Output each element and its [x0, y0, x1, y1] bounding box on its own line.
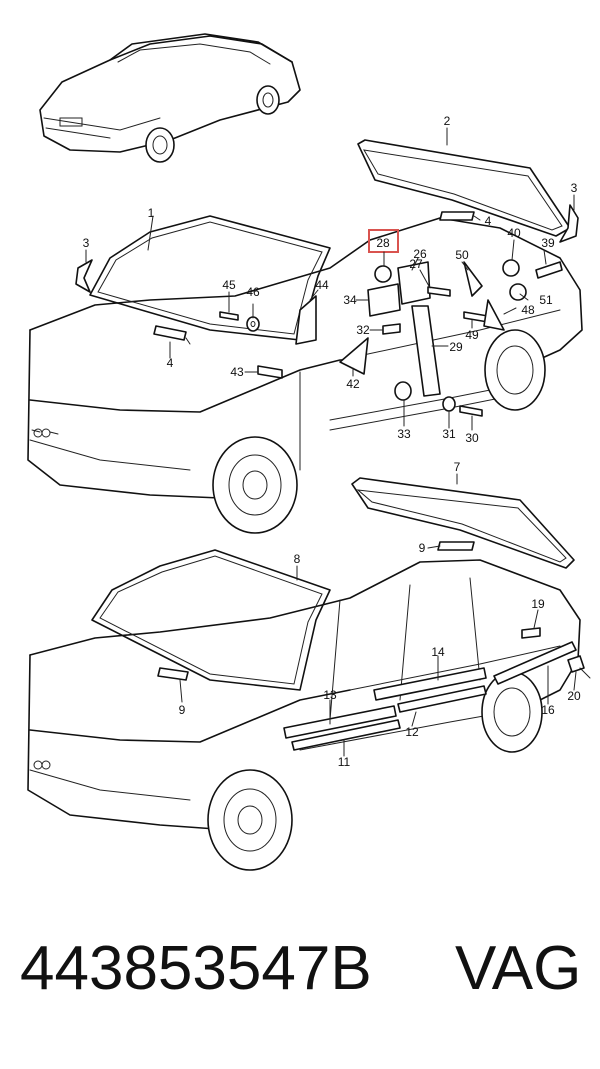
callout-7: 7	[454, 460, 461, 474]
callout-8: 8	[294, 552, 301, 566]
leader-lines	[85, 127, 577, 757]
rear-window-seal-part-2	[357, 139, 571, 237]
brand-name: VAG	[455, 934, 582, 1003]
callout-2: 2	[444, 114, 451, 128]
clip-part-9-lower	[157, 667, 189, 681]
part-number: 443853547B	[20, 934, 372, 1003]
callout-14: 14	[431, 645, 445, 659]
callout-32: 32	[356, 323, 370, 337]
callout-50: 50	[455, 248, 469, 262]
callout-34: 34	[343, 293, 357, 307]
callout-51: 51	[539, 293, 553, 307]
windshield-seal-part-8	[91, 549, 331, 691]
callout-4: 4	[167, 356, 174, 370]
callout-43: 43	[230, 365, 244, 379]
callout-44: 44	[315, 278, 329, 292]
small-parts-upper	[219, 259, 563, 417]
callout-3: 3	[83, 236, 90, 250]
callout-4: 4	[485, 214, 492, 228]
callout-26: 26	[413, 247, 427, 261]
callout-13: 13	[323, 688, 337, 702]
callout-19: 19	[531, 597, 545, 611]
corner-trim-part-3-right	[559, 204, 579, 243]
callout-20: 20	[567, 689, 581, 703]
windshield-seal-part-1	[89, 215, 331, 341]
callout-3: 3	[571, 181, 578, 195]
callout-33: 33	[397, 427, 411, 441]
callout-11: 11	[338, 755, 351, 769]
callout-27: 27	[409, 257, 423, 271]
callout-39: 39	[541, 236, 555, 250]
callout-labels: 1 2 3 3 4 4 7 8 9 9 11 12 13 14 16 19 20…	[83, 114, 581, 769]
callout-9: 9	[179, 703, 186, 717]
lower-car-body	[27, 559, 581, 871]
clip-part-9-upper	[437, 541, 475, 551]
door-moldings	[283, 627, 591, 751]
callout-40: 40	[507, 226, 521, 240]
upper-car-body	[27, 217, 583, 534]
callout-28: 28	[376, 236, 390, 250]
callout-45: 45	[222, 278, 236, 292]
corner-trim-part-3-left	[75, 259, 93, 293]
callout-48: 48	[521, 303, 535, 317]
callout-46: 46	[246, 285, 260, 299]
trim-clip-part-4-lower	[153, 325, 187, 341]
callout-31: 31	[442, 427, 456, 441]
callout-12: 12	[405, 725, 419, 739]
callout-30: 30	[465, 431, 479, 445]
thumbnail-car	[39, 33, 301, 163]
callout-42: 42	[346, 377, 360, 391]
callout-29: 29	[449, 340, 463, 354]
callout-9: 9	[419, 541, 426, 555]
rear-window-seal-part-7	[351, 477, 575, 569]
callout-1: 1	[148, 206, 155, 220]
callout-49: 49	[465, 328, 479, 342]
trim-clip-part-4-upper	[439, 211, 475, 221]
callout-16: 16	[541, 703, 555, 717]
